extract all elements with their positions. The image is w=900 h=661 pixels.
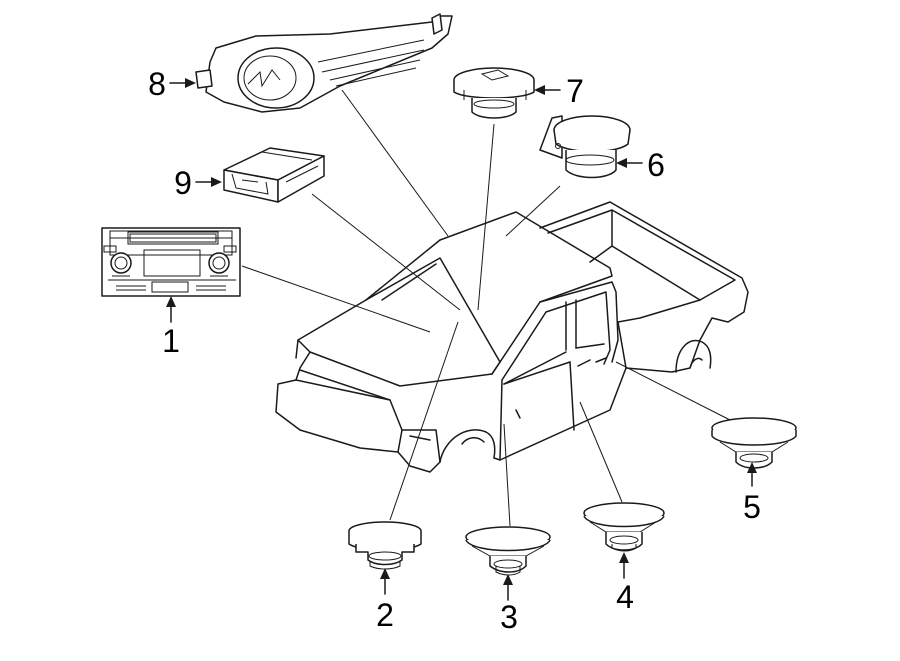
callout-7[interactable]: 7 [566,73,584,109]
callout-9[interactable]: 9 [174,165,192,201]
callout-5[interactable]: 5 [743,489,761,525]
truck-body [275,201,749,473]
rear-cab-speaker-icon[interactable] [711,417,797,469]
tweeter-bracket-icon[interactable] [539,115,631,179]
amplifier-module-icon[interactable] [223,147,325,203]
rear-door-speaker-icon[interactable] [583,502,665,552]
radio-unit-icon[interactable] [101,227,241,297]
callout-6[interactable]: 6 [647,147,665,183]
callout-1[interactable]: 1 [162,323,180,359]
callout-3[interactable]: 3 [500,599,518,635]
callout-4[interactable]: 4 [616,579,634,615]
leader-lines [241,89,731,527]
callout-arrows [166,78,757,601]
center-speaker-icon[interactable] [453,67,535,119]
front-door-speaker-icon[interactable] [348,521,422,570]
callout-2[interactable]: 2 [376,597,394,633]
callout-8[interactable]: 8 [148,66,166,102]
callout-labels: 1 2 3 4 5 6 7 8 9 [148,66,761,635]
dash-speaker-housing-icon[interactable] [195,13,453,113]
front-door-woofer-icon[interactable] [465,526,551,576]
